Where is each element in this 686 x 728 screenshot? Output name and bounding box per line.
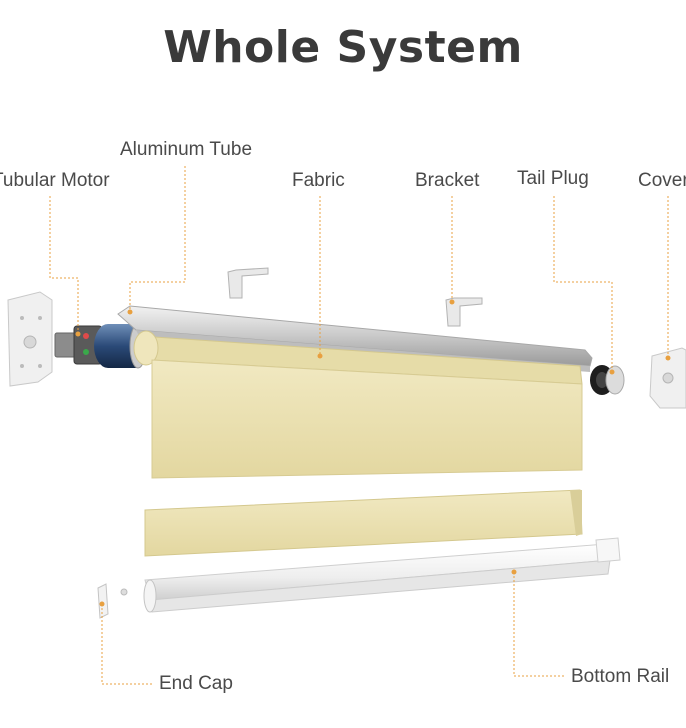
bracket-top-right <box>445 297 483 327</box>
fabric-bottom-strip <box>144 489 583 557</box>
leader-aluminum-tube <box>129 166 186 312</box>
leader-bottom-rail <box>513 572 564 677</box>
leader-lines <box>49 166 669 685</box>
label-aluminum-tube: Aluminum Tube <box>120 139 253 160</box>
fabric <box>133 330 583 479</box>
tail-plug <box>590 365 625 395</box>
tubular-motor <box>54 323 147 369</box>
label-tail-plug: Tail Plug <box>517 168 589 189</box>
motor-bracket-plate <box>7 291 53 387</box>
label-bracket: Bracket <box>415 170 480 191</box>
label-end-cap: End Cap <box>159 673 233 694</box>
leader-tail-plug <box>553 196 613 372</box>
label-tubular-motor: Tubular Motor <box>0 170 110 191</box>
leader-tubular-motor <box>49 196 79 334</box>
label-fabric: Fabric <box>292 170 345 191</box>
bottom-rail <box>143 537 621 613</box>
diagram-title: Whole System <box>163 22 523 73</box>
cover-plate <box>649 347 686 409</box>
leader-end-cap <box>101 604 152 685</box>
leader-dots <box>75 299 671 607</box>
label-cover: Cover <box>638 170 686 191</box>
end-cap <box>97 583 128 619</box>
bracket-top-left <box>227 267 269 299</box>
label-bottom-rail: Bottom Rail <box>571 666 670 687</box>
